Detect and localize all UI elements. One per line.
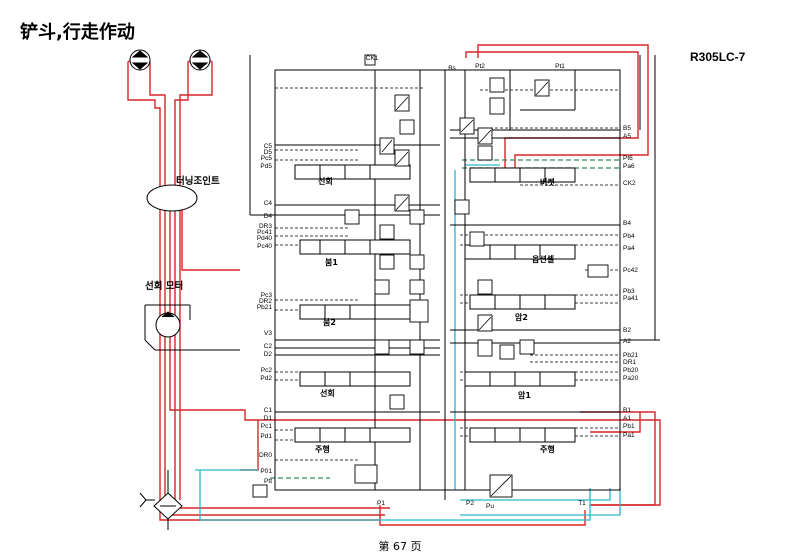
internal-passages — [275, 70, 620, 490]
port-left-pc1: Pc1 — [261, 423, 273, 430]
label-option-spool: 옵션셀 — [532, 254, 554, 264]
port-bottom-p2: P2 — [466, 500, 474, 507]
spool-option — [464, 244, 576, 260]
port-bottom-p1: P1 — [377, 500, 385, 507]
spool-travel-right — [469, 427, 576, 443]
port-left-dr3: DR3 — [259, 223, 272, 230]
spool-swing-lower — [299, 371, 411, 387]
port-right-pa20: Pa20 — [623, 375, 639, 382]
port-left-dr2: DR2 — [259, 298, 272, 305]
label-turning-joint: 터닝조인트 — [176, 175, 220, 187]
port-left-c1: C1 — [264, 407, 273, 414]
port-right-pb1: Pb1 — [623, 423, 635, 430]
port-right-pb4: Pb4 — [623, 233, 635, 240]
port-left-pd2: Pd2 — [260, 375, 272, 382]
label-swing-spool: 선회 — [318, 176, 333, 186]
spool-valves-left — [294, 164, 411, 443]
spool-arm1 — [464, 371, 576, 387]
port-right-pa4: Pa4 — [623, 245, 635, 252]
travel-motor-left-icon — [129, 49, 151, 71]
port-right-pb21: Pb21 — [623, 352, 639, 359]
port-right-b1: B1 — [623, 407, 631, 414]
port-left-dr0: DR0 — [259, 452, 272, 459]
port-right-b4: B4 — [623, 220, 631, 227]
port-right-pc42: Pc42 — [623, 267, 638, 274]
port-right-b5: B5 — [623, 125, 631, 132]
port-left-pc2: Pc2 — [261, 367, 273, 374]
port-left-d4: D4 — [264, 213, 273, 220]
return-lines — [195, 164, 621, 521]
port-left-c2: C2 — [264, 343, 273, 350]
internal-pilot-dashes — [275, 87, 620, 461]
spool-bucket — [469, 167, 576, 183]
filter-icon — [139, 470, 183, 530]
spool-valves-right — [464, 167, 576, 443]
port-bottom-t1: T1 — [578, 500, 586, 507]
port-right-pa6: Pa6 — [623, 163, 635, 170]
port-top-pt1: Pt1 — [555, 63, 565, 70]
port-left-ptt: Ptt — [264, 478, 272, 485]
label-swing-lower: 선회 — [320, 388, 335, 398]
port-right-pb3: Pb3 — [623, 288, 635, 295]
port-right-a2: A2 — [623, 338, 631, 345]
spool-travel-left — [294, 427, 411, 443]
travel-motors — [129, 49, 211, 71]
port-right-a1: A1 — [623, 415, 631, 422]
port-left-d2: D2 — [264, 351, 273, 358]
port-right-a5: A5 — [623, 133, 631, 140]
turning-joint-icon — [146, 184, 198, 212]
label-boom2-spool: 붐2 — [323, 317, 336, 327]
valve-body-frame — [249, 55, 660, 500]
spool-boom2 — [299, 304, 411, 320]
port-top-pt2: Pt2 — [475, 63, 485, 70]
label-swing-motor: 선회 모터 — [145, 280, 183, 292]
port-left-c4: C4 — [264, 200, 273, 207]
relief-arrows — [381, 81, 549, 497]
port-left-c5: C5 — [264, 143, 273, 150]
travel-motor-right-icon — [189, 49, 211, 71]
port-right-pb20: Pb20 — [623, 367, 639, 374]
port-left-pb21: Pb21 — [257, 304, 273, 311]
port-left-pd40: Pd40 — [257, 235, 273, 242]
page-number: 第 67 页 — [378, 540, 422, 553]
port-right-dr1: DR1 — [623, 359, 636, 366]
label-travel-left: 주행 — [315, 444, 330, 454]
port-left-pd1: Pd1 — [260, 433, 272, 440]
port-left-pd5: Pd5 — [260, 163, 272, 170]
port-left-pc5: Pc5 — [261, 155, 273, 162]
port-right-pa1: Pa1 — [623, 432, 635, 439]
port-left-pc40: Pc40 — [257, 243, 272, 250]
port-right-b2: B2 — [623, 327, 631, 334]
port-right-ck2: CK2 — [623, 180, 636, 187]
label-arm1-spool: 암1 — [518, 390, 531, 400]
port-left-d5: D5 — [264, 149, 273, 156]
label-boom1-spool: 붐1 — [325, 257, 338, 267]
page-title: 铲斗,行走作动 — [20, 22, 135, 43]
port-left-v3: V3 — [264, 330, 272, 337]
port-left-p01: P01 — [260, 468, 272, 475]
pressure-lines-left — [127, 44, 661, 526]
swing-motor-icon — [144, 304, 240, 351]
label-arm2-spool: 암2 — [515, 312, 528, 322]
port-left-d1: D1 — [264, 415, 273, 422]
port-left-pc41: Pc41 — [257, 229, 272, 236]
model-number: R305LC-7 — [690, 50, 746, 64]
label-travel-right: 주행 — [540, 444, 555, 454]
port-left-pc3: Pc3 — [261, 292, 273, 299]
port-top-bs: Bs — [448, 65, 456, 72]
port-bottom-pu: Pu — [486, 503, 494, 510]
port-right-pa41: Pa41 — [623, 295, 639, 302]
spool-swing-upper — [294, 164, 411, 180]
spool-arm2 — [469, 294, 576, 310]
label-bucket-spool: 버켓 — [540, 177, 555, 187]
port-top-ck1: CK1 — [366, 55, 379, 62]
spool-boom1-upper — [299, 239, 411, 255]
port-right-pt6: Pt6 — [623, 155, 633, 162]
